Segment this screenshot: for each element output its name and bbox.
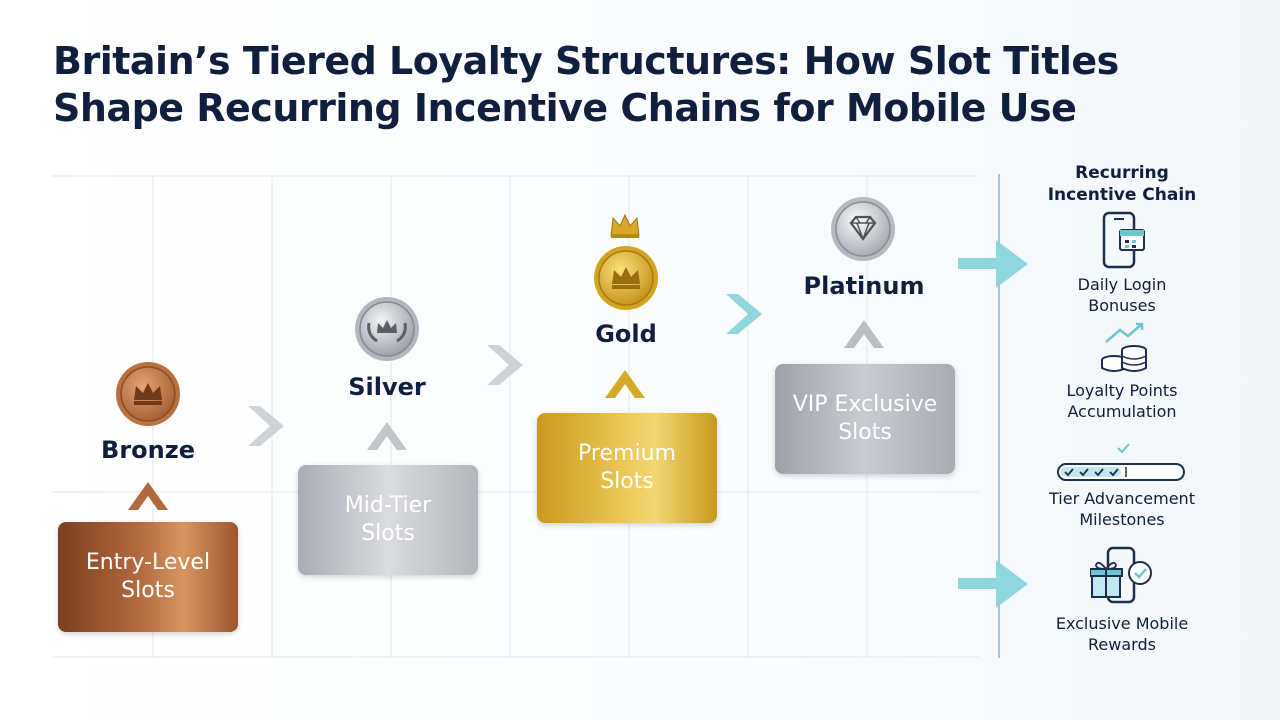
right-arrow-icon [958, 560, 1028, 608]
tier-block-label: Entry-Level Slots [85, 550, 211, 603]
chain-step-tier-advancement-milestones: Tier Advancement Milestones [1049, 489, 1195, 529]
tier-name-gold: Gold [595, 320, 657, 348]
chain-step-loyalty-points-accumulation: Loyalty Points Accumulation [1066, 381, 1178, 421]
title-line-1: Britain’s Tiered Loyalty Structures: How… [53, 39, 1119, 83]
page-title: Britain’s Tiered Loyalty Structures: How… [53, 38, 1233, 132]
platinum-diamond-icon [831, 197, 895, 261]
right-chevron-icon [726, 294, 762, 334]
tier-block-label: VIP Exclusive Slots [792, 392, 938, 445]
up-chevron-icon [128, 482, 168, 510]
tier-block-label: Premium Slots [578, 441, 676, 494]
tier-name-platinum: Platinum [803, 272, 925, 300]
tier-block-vip-exclusive-slots: VIP Exclusive Slots [775, 364, 955, 474]
chain-title: Recurring Incentive Chain [1047, 163, 1197, 205]
right-chevron-icon [248, 406, 284, 446]
gold-crown-icon [610, 213, 640, 238]
phone-calendar-icon [1102, 211, 1145, 269]
silver-laurel-crown-icon [355, 297, 419, 361]
tier-name-silver: Silver [348, 373, 426, 401]
up-chevron-icon [844, 320, 884, 348]
progress-checklist-icon [1057, 443, 1185, 481]
tier-block-mid-tier-slots: Mid-Tier Slots [298, 465, 478, 575]
tier-block-entry-level-slots: Entry-Level Slots [58, 522, 238, 632]
tier-block-premium-slots: Premium Slots [537, 413, 717, 523]
right-chevron-icon [487, 345, 523, 385]
bronze-crown-icon [116, 362, 180, 426]
gold-crown-icon [594, 246, 658, 310]
title-line-2: Shape Recurring Incentive Chains for Mob… [53, 86, 1077, 130]
right-arrow-icon [958, 240, 1028, 288]
chain-step-daily-login-bonuses: Daily Login Bonuses [1077, 275, 1167, 315]
up-chevron-icon [367, 422, 407, 450]
tier-block-label: Mid-Tier Slots [344, 493, 432, 546]
tier-name-bronze: Bronze [101, 436, 195, 464]
up-chevron-icon [605, 370, 645, 398]
phone-gift-icon [1090, 546, 1152, 604]
coin-stack-icon [1101, 322, 1147, 372]
chain-step-exclusive-mobile-rewards: Exclusive Mobile Rewards [1055, 614, 1189, 654]
